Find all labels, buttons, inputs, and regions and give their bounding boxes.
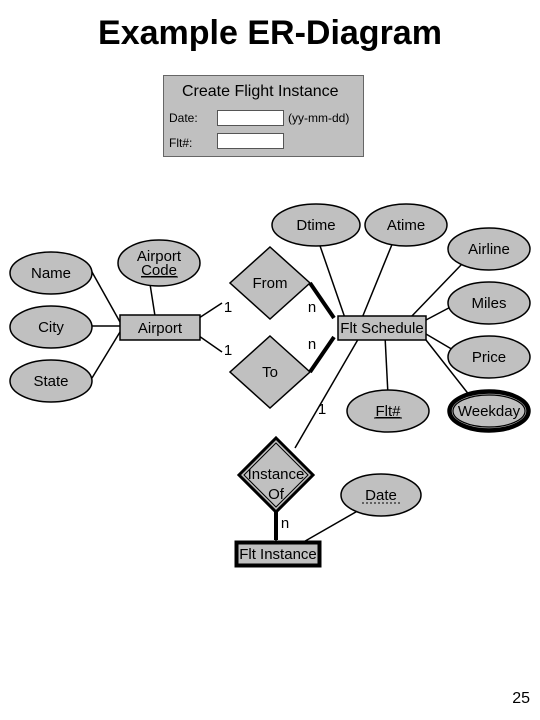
entity-flt-instance [234, 540, 322, 568]
relationship-instance-of-inner-border [243, 442, 309, 508]
attribute-airport-code [117, 239, 201, 287]
attribute-weekday [447, 389, 531, 433]
label-dtime: Dtime [296, 217, 335, 234]
slide-title: Example ER-Diagram [98, 14, 442, 52]
entity-airport [119, 314, 201, 341]
page-number: 25 [512, 690, 530, 707]
label-instance-of-1: Instance [248, 466, 305, 483]
relationship-instance-of [236, 435, 316, 515]
label-airport: Airport [138, 320, 183, 337]
cardinality-labels: 1 n 1 n 1 n [224, 299, 326, 532]
entity-flt-instance-inner-border [237, 543, 319, 565]
relationship-from [228, 245, 312, 321]
create-flight-instance-form: Create Flight Instance Date: (yy-mm-dd) … [163, 75, 364, 157]
label-to: To [262, 364, 278, 381]
label-flt-instance: Flt Instance [239, 546, 317, 563]
label-flt-schedule: Flt Schedule [340, 320, 423, 337]
attribute-state [9, 359, 93, 403]
card-from-schedule: n [308, 299, 316, 316]
label-airport-code-1: Airport [137, 248, 182, 265]
relationship-to [228, 334, 312, 410]
flt-input[interactable] [217, 133, 284, 149]
attribute-weekday-outer-border [452, 394, 526, 428]
card-instance-schedule: 1 [318, 401, 326, 418]
diagram-labels: Name City State Airport Code Airport Fro… [31, 217, 521, 563]
entity-flt-schedule [337, 315, 427, 341]
date-input[interactable] [217, 110, 284, 126]
label-airline: Airline [468, 241, 510, 258]
attribute-name [9, 251, 93, 295]
attribute-miles [447, 281, 531, 325]
attribute-atime [364, 203, 448, 247]
label-airport-code-2: Code [141, 262, 177, 279]
card-to-schedule: n [308, 336, 316, 353]
attribute-shapes [9, 203, 531, 517]
label-flt-num: Flt# [375, 403, 401, 420]
attribute-dtime [271, 203, 361, 247]
form-title: Create Flight Instance [182, 83, 339, 100]
label-miles: Miles [471, 295, 506, 312]
attribute-weekday-thick-outline [448, 390, 530, 432]
attribute-city [9, 305, 93, 349]
label-from: From [253, 275, 288, 292]
card-instance-instance: n [281, 515, 289, 532]
label-instance-of-2: Of [268, 486, 285, 503]
total-participation-lines [274, 281, 336, 540]
label-name: Name [31, 265, 71, 282]
date-label: Date: [169, 111, 198, 125]
attribute-flt-num [346, 389, 430, 433]
label-city: City [38, 319, 64, 336]
attribute-date [340, 473, 422, 517]
label-weekday: Weekday [458, 403, 521, 420]
card-to-airport: 1 [224, 342, 232, 359]
label-price: Price [472, 349, 506, 366]
label-atime: Atime [387, 217, 425, 234]
card-from-airport: 1 [224, 299, 232, 316]
attribute-airline [447, 227, 531, 271]
attribute-price [447, 335, 531, 379]
label-date: Date [365, 487, 397, 504]
date-format-hint: (yy-mm-dd) [288, 111, 350, 125]
flt-label: Flt#: [169, 136, 193, 150]
label-state: State [33, 373, 68, 390]
